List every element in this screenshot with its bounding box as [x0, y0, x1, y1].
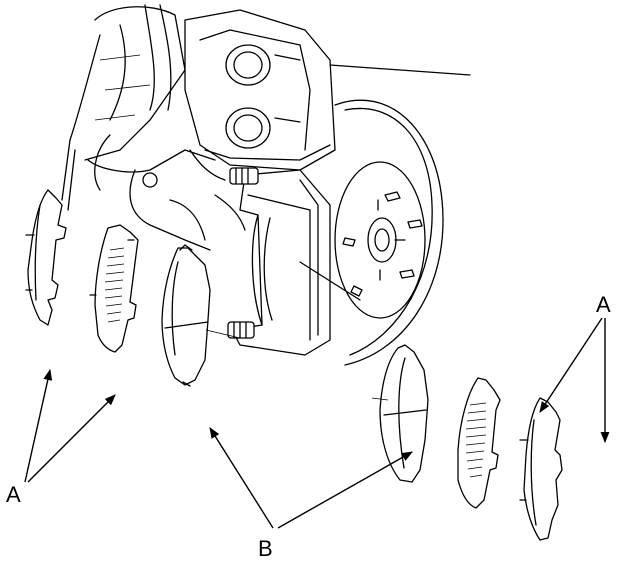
callout-arrows	[24, 317, 610, 529]
right-inner-shim	[457, 377, 501, 509]
callout-label-a-left: A	[6, 482, 21, 507]
callout-label-b: B	[258, 536, 273, 561]
leader-lines	[205, 329, 389, 401]
arrow-a-left-1	[24, 368, 53, 483]
arrow-a-left-2	[27, 394, 116, 483]
left-inner-shim	[89, 224, 139, 353]
arrow-b-1	[209, 427, 274, 529]
left-outer-shim	[25, 189, 67, 326]
left-brake-pad	[161, 244, 211, 387]
arrow-a-right-1	[539, 317, 603, 413]
right-outer-shim	[519, 397, 563, 541]
right-brake-pad	[379, 344, 429, 483]
arrow-b-2	[277, 451, 413, 529]
suspension-background	[61, 4, 246, 251]
caliper-body	[184, 9, 471, 171]
callout-label-a-right: A	[596, 292, 611, 317]
brake-rotor	[334, 99, 444, 366]
caliper-bracket	[227, 167, 361, 356]
